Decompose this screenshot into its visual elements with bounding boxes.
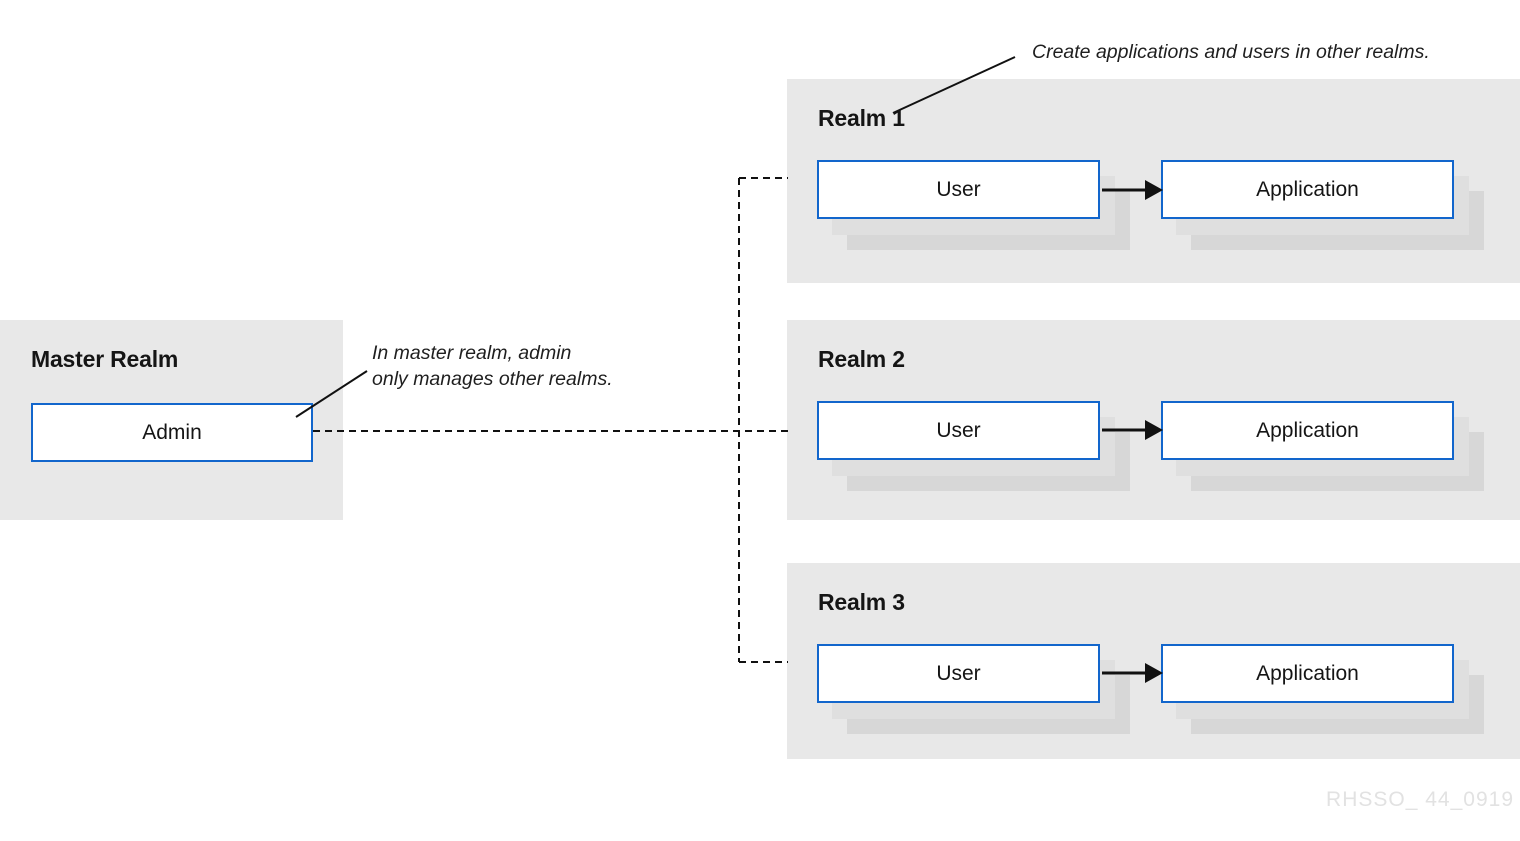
admin-box-label: Admin [142,420,202,444]
realm-3-panel: Realm 3 User Application [787,563,1520,759]
realm-3-title: Realm 3 [818,589,905,615]
realm-2-user-label: User [936,418,981,442]
realm-2-user-box: User [817,401,1130,491]
figure-watermark: RHSSO_ 44_0919 [1326,788,1514,811]
realm-3-application-box: Application [1161,644,1484,734]
realm-3-user-box: User [817,644,1130,734]
realm-3-application-label: Application [1256,661,1359,685]
master-realm-panel: Master Realm Admin [0,320,343,520]
realm-2-title: Realm 2 [818,346,905,372]
admin-to-realms-dashed-connector [313,177,788,663]
master-realm-annotation: In master realm, admin only manages othe… [372,342,613,390]
realm-1-application-box: Application [1161,160,1484,250]
realm-1-application-label: Application [1256,177,1359,201]
realm-2-panel: Realm 2 User Application [787,320,1520,520]
realm-1-title: Realm 1 [818,105,905,131]
realm-1-user-box: User [817,160,1130,250]
realm-2-application-label: Application [1256,418,1359,442]
realm-2-application-box: Application [1161,401,1484,491]
realm-1-user-label: User [936,177,981,201]
admin-box: Admin [31,403,313,462]
other-realms-annotation: Create applications and users in other r… [1032,41,1430,63]
master-realm-title: Master Realm [31,346,179,372]
realm-1-panel: Realm 1 User Application [787,79,1520,283]
realm-3-user-label: User [936,661,981,685]
